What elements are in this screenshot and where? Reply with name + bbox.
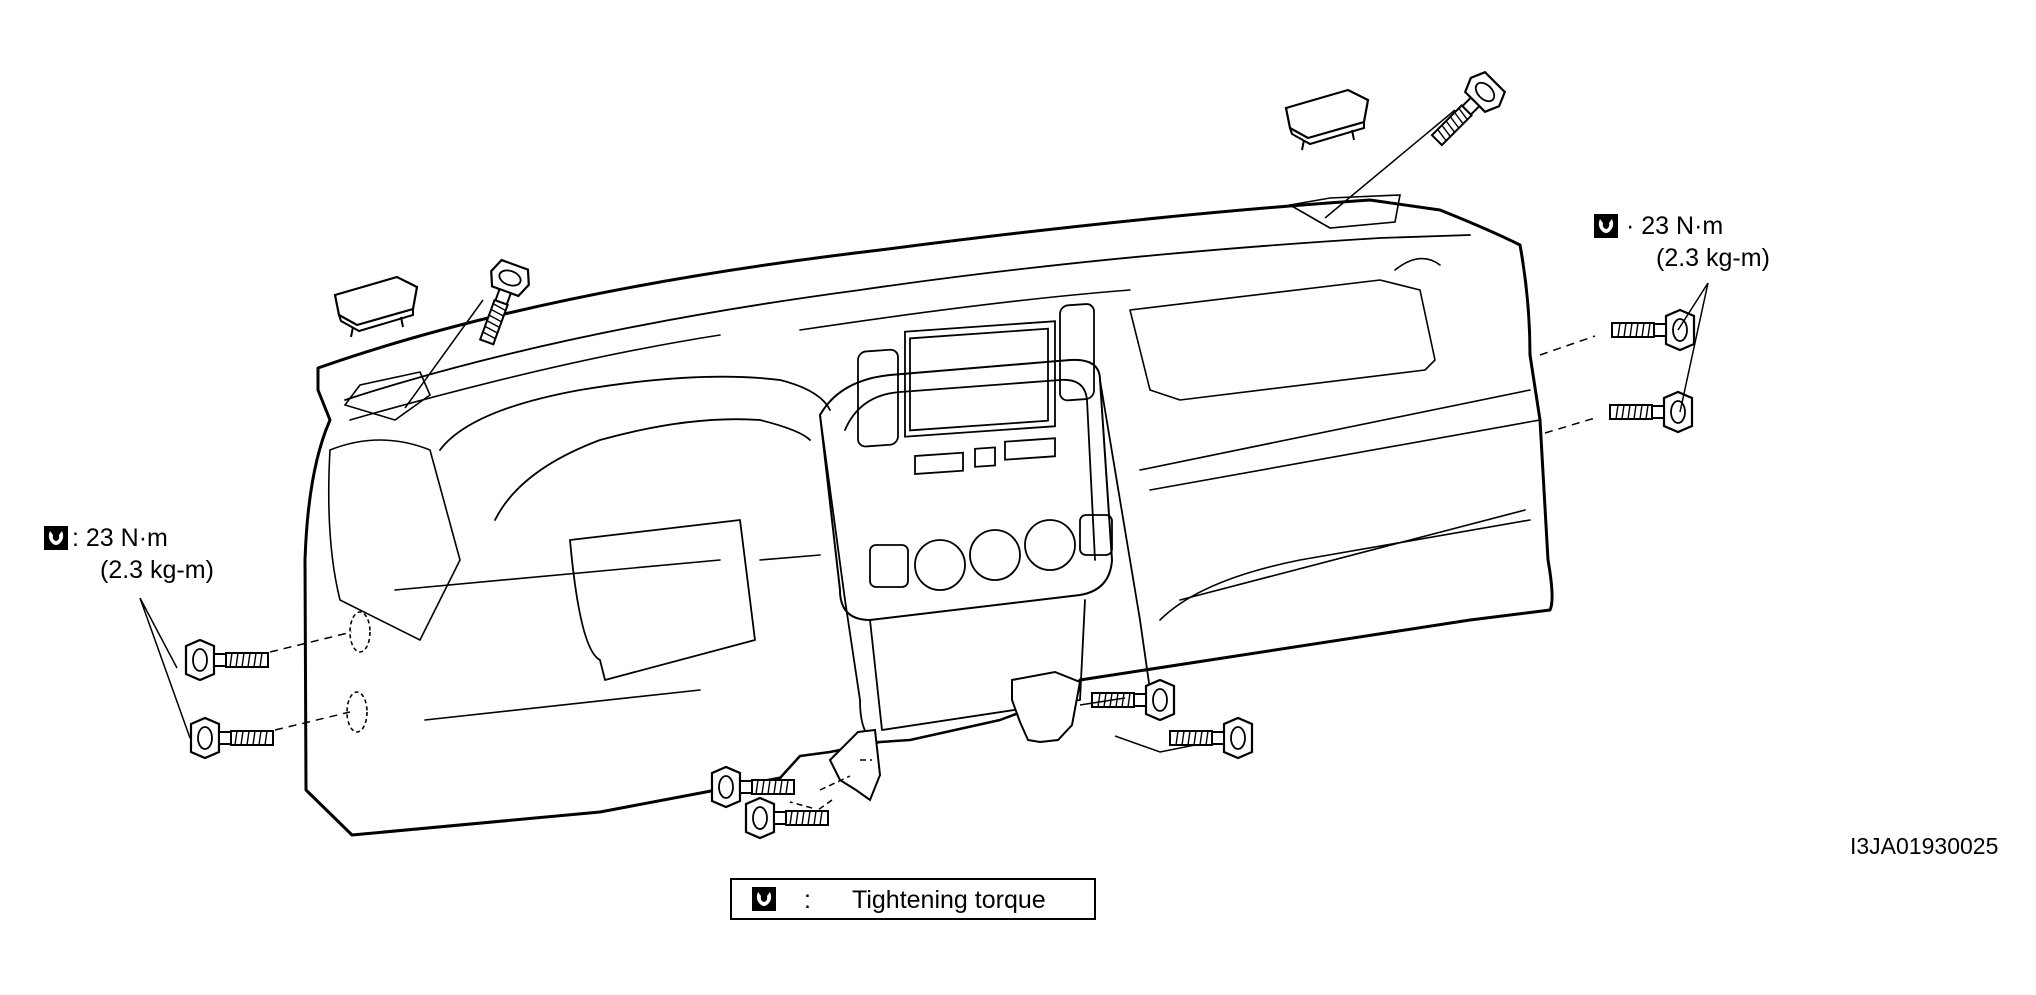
left-torque-arrows — [139, 597, 191, 739]
left-top-recess — [343, 371, 431, 421]
switch-2 — [974, 446, 996, 468]
switch-3 — [1004, 437, 1056, 461]
cluster-opening — [569, 519, 756, 681]
passenger-trim-line — [1139, 257, 1541, 601]
dashboard-upper-crease — [349, 289, 1131, 421]
center-stack-left-leg — [819, 414, 881, 743]
left-vent — [857, 348, 899, 448]
bolt-top-left — [466, 256, 535, 350]
tightening-torque-icon — [44, 526, 68, 550]
center-display — [857, 303, 1113, 591]
dashboard-body — [303, 198, 1554, 837]
figure-code: I3JA01930025 — [1850, 833, 1999, 859]
dashboard-top-edge — [316, 198, 1532, 392]
center-stack-outer — [819, 358, 1113, 621]
lower-left-button — [869, 544, 909, 588]
left-upper-hole — [349, 611, 371, 653]
left-lower-hole — [346, 691, 368, 733]
legend-text: Tightening torque — [852, 886, 1046, 914]
bolt-bottom-left-2 — [744, 796, 830, 840]
right-bracket — [1011, 670, 1082, 744]
top-right-bolt-line — [1324, 109, 1456, 219]
cover-top-left — [333, 275, 419, 339]
cover-top-right — [1284, 88, 1370, 152]
right-torque-alt-value: (2.3 kg-m) — [1656, 244, 1770, 272]
lower-left-trim — [394, 554, 821, 721]
legend-separator: : — [804, 886, 811, 914]
left-torque-alt-value: (2.3 kg-m) — [100, 556, 214, 584]
left-torque-value: : 23 N·m — [72, 524, 168, 552]
hvac-knob-left — [914, 539, 966, 591]
leader-lines — [139, 109, 1709, 811]
passenger-panel-upper — [1129, 279, 1436, 401]
dashboard-left-side — [303, 388, 782, 837]
right-torque-value: · 23 N·m — [1626, 212, 1724, 240]
center-stack-frame — [844, 378, 1096, 561]
left-bracket — [828, 728, 882, 802]
right-bolt-guides — [1539, 335, 1596, 434]
bolt-top-right — [1421, 66, 1511, 156]
bolt-right-upper — [1610, 308, 1696, 352]
switch-1 — [914, 451, 964, 475]
bolts — [184, 66, 1696, 840]
dashboard-top-ridge — [344, 234, 1471, 401]
tightening-torque-icon — [1594, 214, 1618, 238]
lower-brackets — [828, 670, 1082, 802]
left-bolt-guides — [269, 631, 353, 731]
bolt-left-upper — [184, 638, 270, 682]
dashboard-right-side — [1078, 353, 1554, 682]
display-screen — [904, 320, 1056, 438]
bolt-right-lower — [1608, 390, 1694, 434]
lower-right-button — [1079, 514, 1113, 556]
torque-legend: : Tightening torque — [730, 878, 1096, 920]
tightening-torque-icon — [752, 887, 776, 911]
left-vent-area — [327, 439, 461, 641]
cluster-hood — [439, 375, 831, 451]
display-screen-inner — [909, 327, 1049, 432]
right-vent — [1059, 303, 1095, 402]
bolt-left-lower — [189, 716, 275, 760]
mounting-recesses — [343, 194, 1401, 733]
right-top-recess — [1287, 194, 1401, 229]
bolt-bottom-right-2 — [1168, 716, 1254, 760]
bolt-bottom-right-1 — [1090, 678, 1176, 722]
right-torque-arrows — [1677, 282, 1709, 413]
glovebox-lid — [1159, 519, 1531, 621]
hvac-knob-center — [969, 529, 1021, 581]
top-left-bolt-line — [404, 299, 484, 409]
hvac-knob-right — [1024, 519, 1076, 571]
cluster-hood-inner — [494, 418, 811, 521]
bottom-right-guides — [1079, 697, 1196, 753]
center-stack-lower — [869, 599, 1086, 731]
center-stack-right-leg — [1099, 379, 1151, 691]
